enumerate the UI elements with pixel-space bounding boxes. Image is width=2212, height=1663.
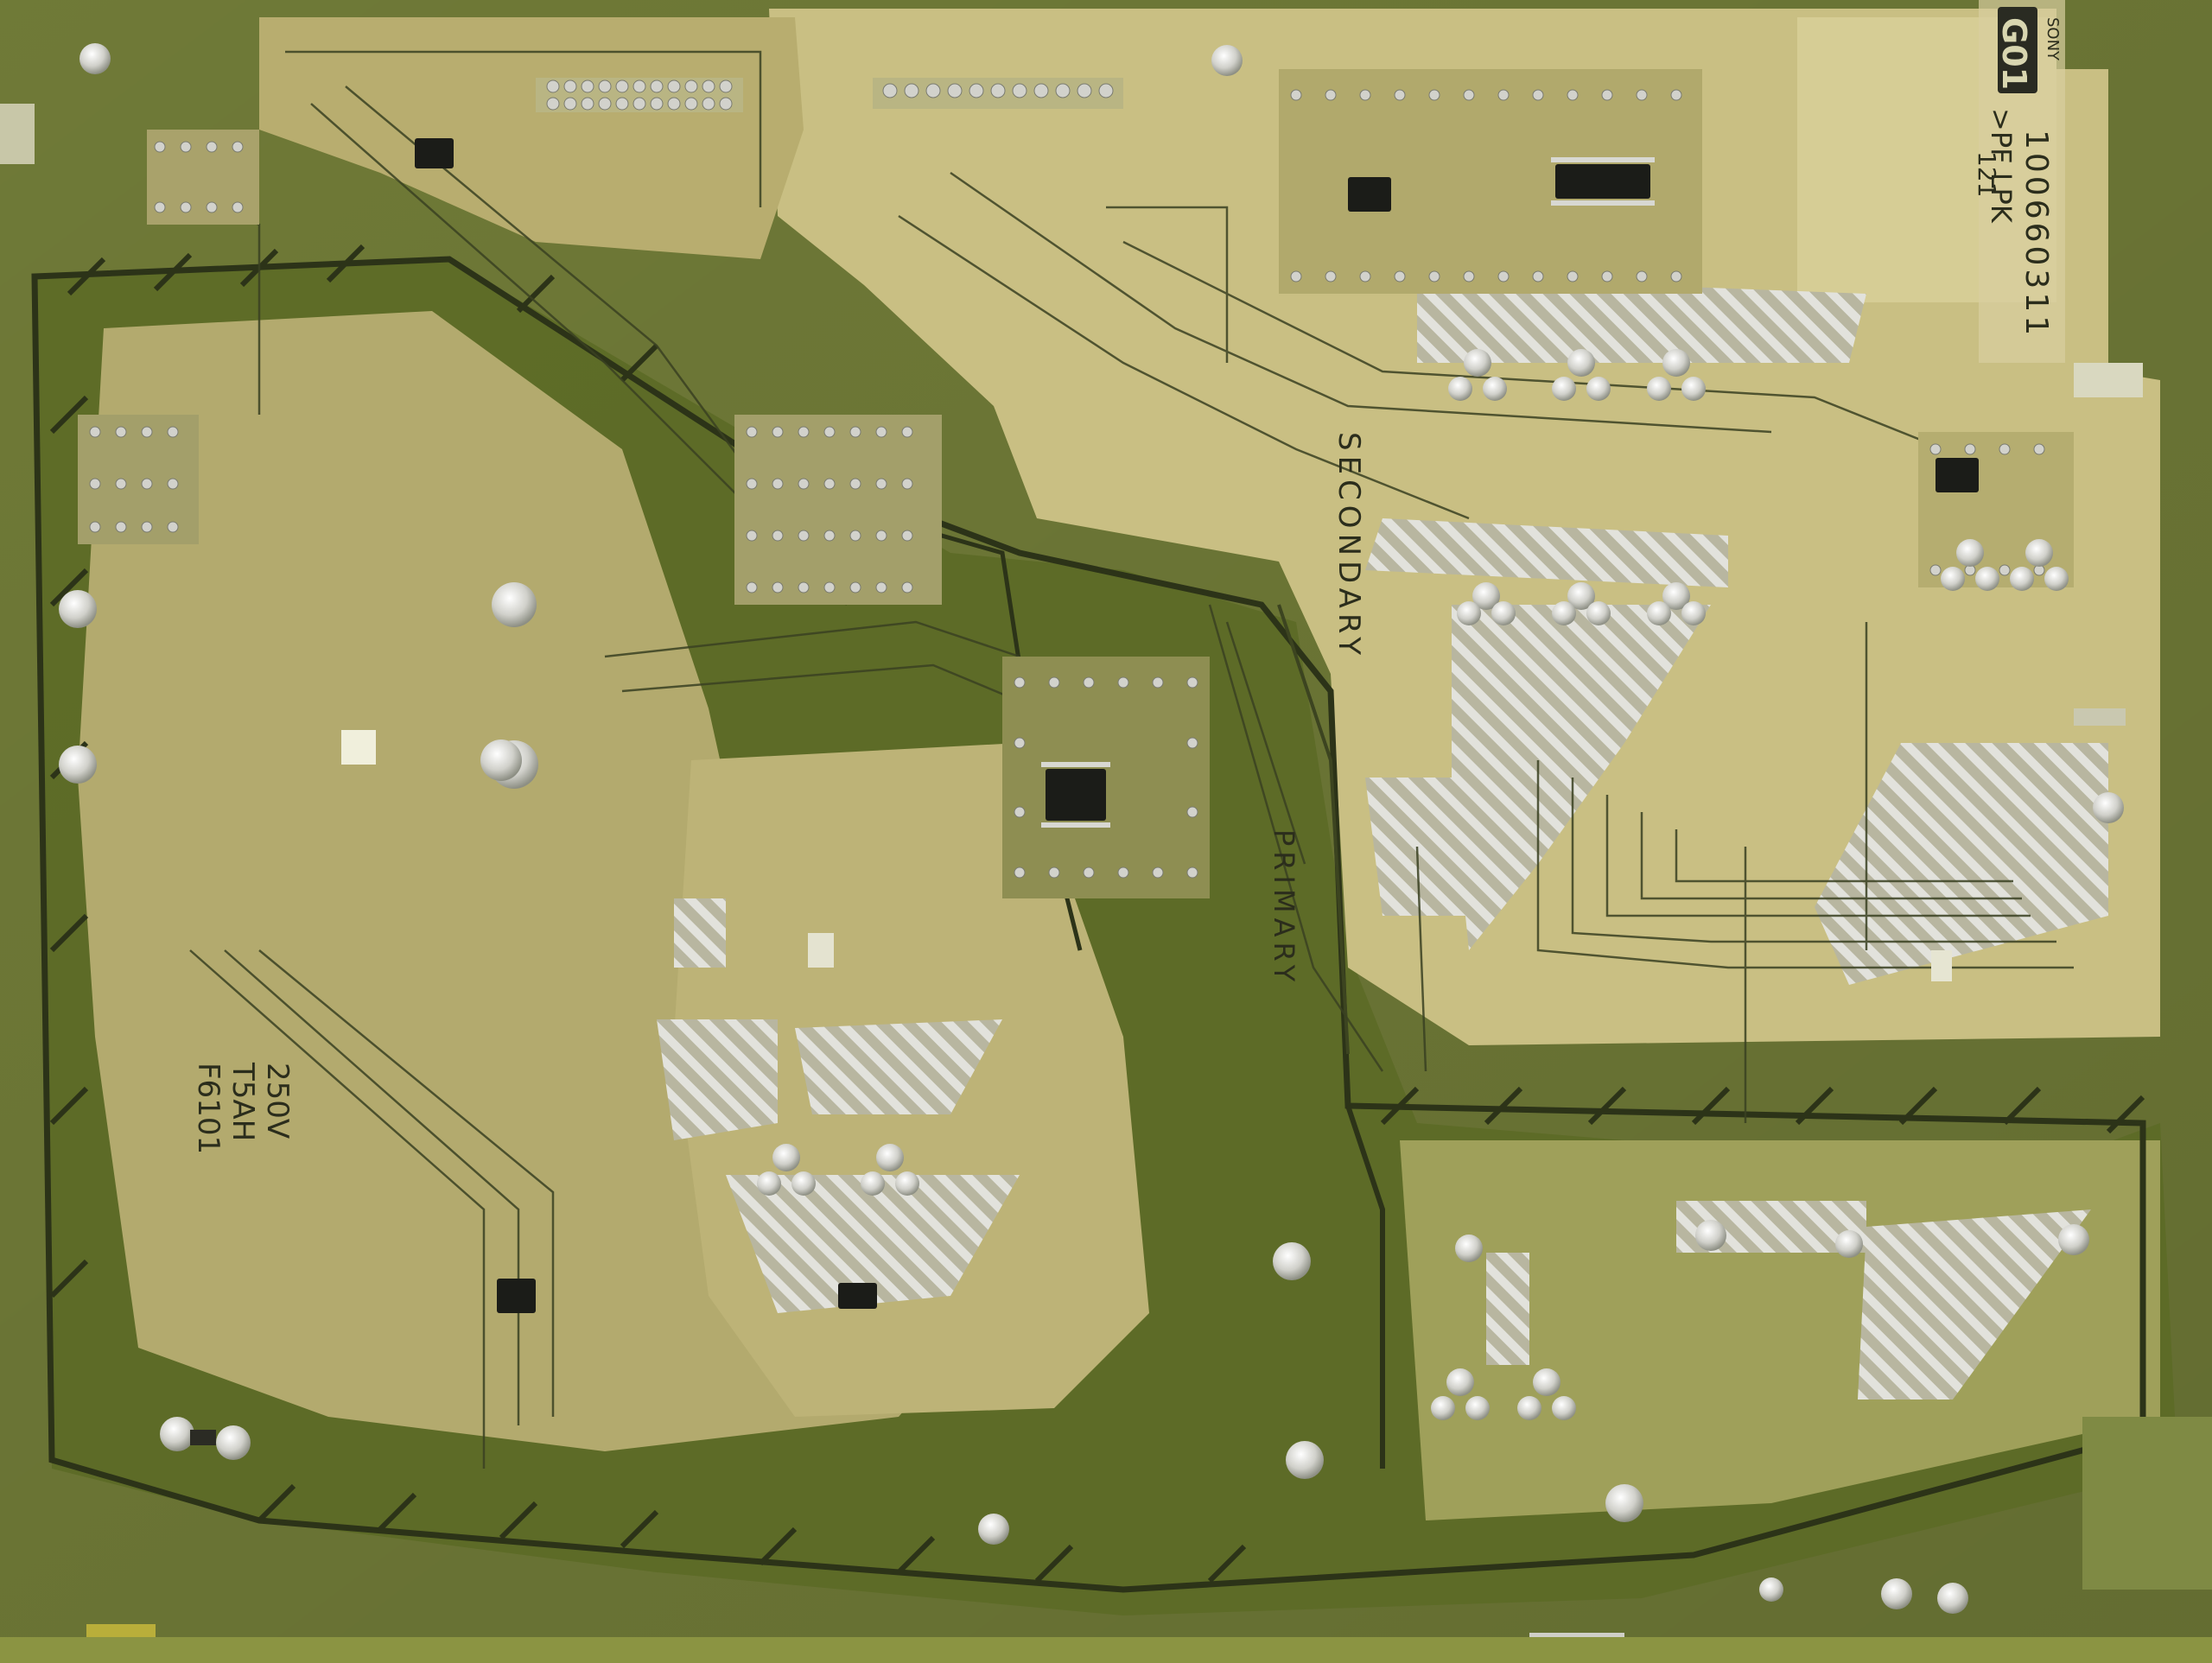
ic-pins <box>1041 157 1655 828</box>
hatched-copper-zones <box>657 276 2108 1400</box>
fuse-rating: T5AH <box>226 1062 260 1141</box>
fuse-voltage: 250V <box>260 1063 295 1139</box>
fuse-label: F6101 T5AH 250V <box>191 1062 295 1154</box>
board-id-tag <box>1998 7 2037 93</box>
pcb-code-label: >PF LPK <box>1985 108 2018 224</box>
board-id-label: G01 <box>1995 17 2033 90</box>
primary-area-label: PRIMARY <box>1268 829 1300 987</box>
transistor-footprints <box>480 349 2069 1522</box>
lot-mark: 121 <box>1973 151 2001 197</box>
smd-clusters <box>78 69 2074 898</box>
fuse-ref: F6101 <box>191 1063 226 1154</box>
ic-chips <box>415 138 1979 1313</box>
model-code-label: 100660311 <box>2018 130 2054 339</box>
board-edge-bottom <box>0 1637 2212 1663</box>
secondary-area-label: SECONDARY <box>1332 432 1366 660</box>
brand-label: SONY <box>2044 17 2062 61</box>
